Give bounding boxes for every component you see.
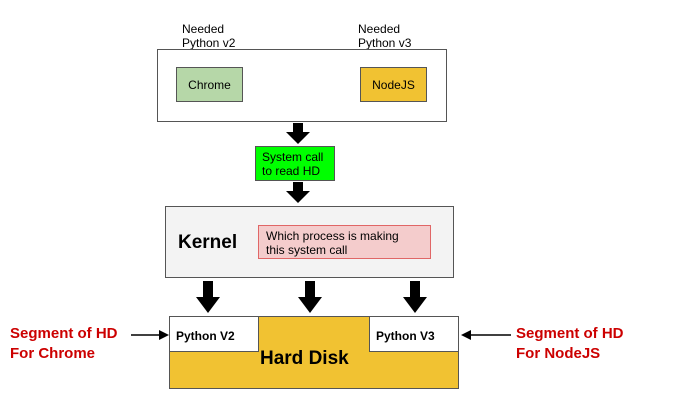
hard-disk-label: Hard Disk bbox=[260, 348, 349, 369]
python-v3-segment: Python V3 bbox=[369, 316, 459, 352]
arrow-down-icon bbox=[298, 281, 322, 313]
chrome-annotation-line2: For Chrome bbox=[10, 345, 96, 362]
nodejs-segment-annotation: Segment of HD For NodeJS bbox=[516, 324, 624, 364]
system-call-line2: to read HD bbox=[262, 164, 321, 178]
chrome-segment-annotation: Segment of HD For Chrome bbox=[10, 324, 118, 364]
chrome-note-line1: Needed bbox=[182, 22, 225, 36]
arrow-down-icon bbox=[196, 281, 220, 313]
nodejs-note-line1: Needed bbox=[358, 22, 401, 36]
python-v2-segment: Python V2 bbox=[169, 316, 259, 352]
system-call-line1: System call bbox=[262, 150, 324, 164]
nodejs-process-box: NodeJS bbox=[360, 67, 427, 102]
arrow-down-icon bbox=[403, 281, 427, 313]
python-v3-label: Python V3 bbox=[376, 329, 435, 343]
kernel-question-line1: Which process is making bbox=[266, 229, 399, 243]
system-call-box: System call to read HD bbox=[255, 146, 335, 181]
nodejs-annotation-line2: For NodeJS bbox=[516, 345, 601, 362]
chrome-process-box: Chrome bbox=[176, 67, 243, 102]
arrow-down-icon bbox=[286, 182, 310, 203]
nodejs-label: NodeJS bbox=[372, 77, 415, 92]
kernel-question-line2: this system call bbox=[266, 243, 348, 257]
arrow-down-icon bbox=[286, 123, 310, 144]
python-v2-label: Python V2 bbox=[176, 329, 235, 343]
chrome-label: Chrome bbox=[188, 77, 231, 92]
kernel-label: Kernel bbox=[178, 232, 238, 253]
nodejs-annotation-line1: Segment of HD bbox=[516, 325, 624, 342]
nodejs-requirement-note: Needed Python v3 bbox=[358, 22, 411, 50]
kernel-question-box: Which process is making this system call bbox=[258, 225, 431, 259]
chrome-requirement-note: Needed Python v2 bbox=[182, 22, 235, 50]
nodejs-note-line2: Python v3 bbox=[358, 36, 412, 50]
arrow-right-icon bbox=[131, 330, 169, 340]
arrow-left-icon bbox=[461, 330, 511, 340]
chrome-annotation-line1: Segment of HD bbox=[10, 325, 118, 342]
chrome-note-line2: Python v2 bbox=[182, 36, 236, 50]
